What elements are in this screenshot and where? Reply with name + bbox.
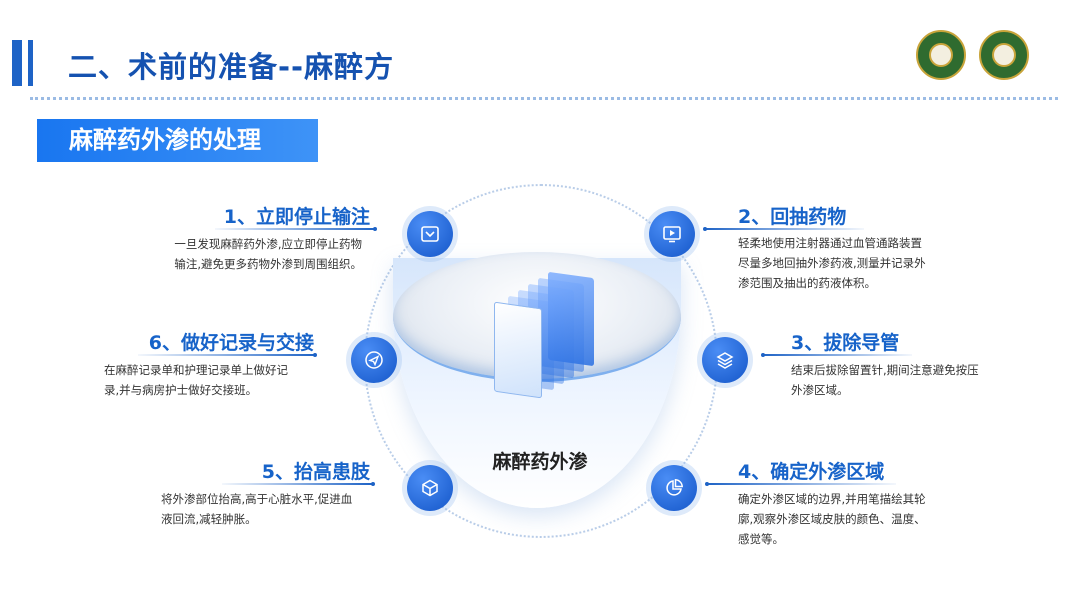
item-5-underline [222, 483, 372, 485]
item-4-text: 确定外渗区域的边界,并用笔描绘其轮廓,观察外渗区域皮肤的颜色、温度、感觉等。 [738, 492, 926, 546]
item-6-underline [138, 354, 316, 356]
school-logo [979, 30, 1029, 80]
section-label: 麻醉药外渗的处理 [37, 119, 318, 162]
header-divider [30, 97, 1058, 100]
item-5-title: 5、抬高患肢 [261, 461, 370, 483]
item-5-text: 将外渗部位抬高,高于心脏水平,促进血液回流,减轻肿胀。 [161, 492, 353, 526]
play-screen-icon [649, 211, 695, 257]
item-4-title: 4、确定外渗区域 [738, 461, 885, 483]
item-5-dot [371, 482, 375, 486]
item-2-title: 2、回抽药物 [738, 206, 847, 228]
send-icon [351, 337, 397, 383]
item-4-dot [705, 482, 709, 486]
hospital-logo [916, 30, 966, 80]
item-1-title: 1、立即停止输注 [223, 206, 370, 228]
item-6-title: 6、做好记录与交接 [148, 332, 314, 354]
item-2-text: 轻柔地使用注射器通过血管通路装置尽量多地回抽外渗药液,测量并记录外渗范围及抽出的… [738, 236, 926, 290]
item-3-underline [762, 354, 912, 356]
item-1-text: 一旦发现麻醉药外渗,应立即停止药物输注,避免更多药物外渗到周围组织。 [174, 237, 362, 271]
item-1-dot [373, 227, 377, 231]
item-6-dot [313, 353, 317, 357]
title-accent-bar-thin [28, 40, 33, 86]
item-4-underline [706, 483, 896, 485]
center-label: 麻醉药外渗 [492, 451, 588, 473]
item-3-title: 3、拔除导管 [791, 332, 900, 354]
item-3-text: 结束后拔除留置针,期间注意避免按压外渗区域。 [791, 363, 979, 397]
title-accent-bar [12, 40, 22, 86]
cube-icon [407, 465, 453, 511]
item-3-dot [761, 353, 765, 357]
item-1-underline [215, 228, 375, 230]
item-2-dot [703, 227, 707, 231]
gallery-icon [407, 211, 453, 257]
item-2-underline [704, 228, 864, 230]
item-6-text: 在麻醉记录单和护理记录单上做好记录,并与病房护士做好交接班。 [104, 363, 288, 397]
layers-icon [702, 337, 748, 383]
page-title: 二、术前的准备--麻醉方 [68, 50, 395, 84]
pie-chart-icon [651, 465, 697, 511]
